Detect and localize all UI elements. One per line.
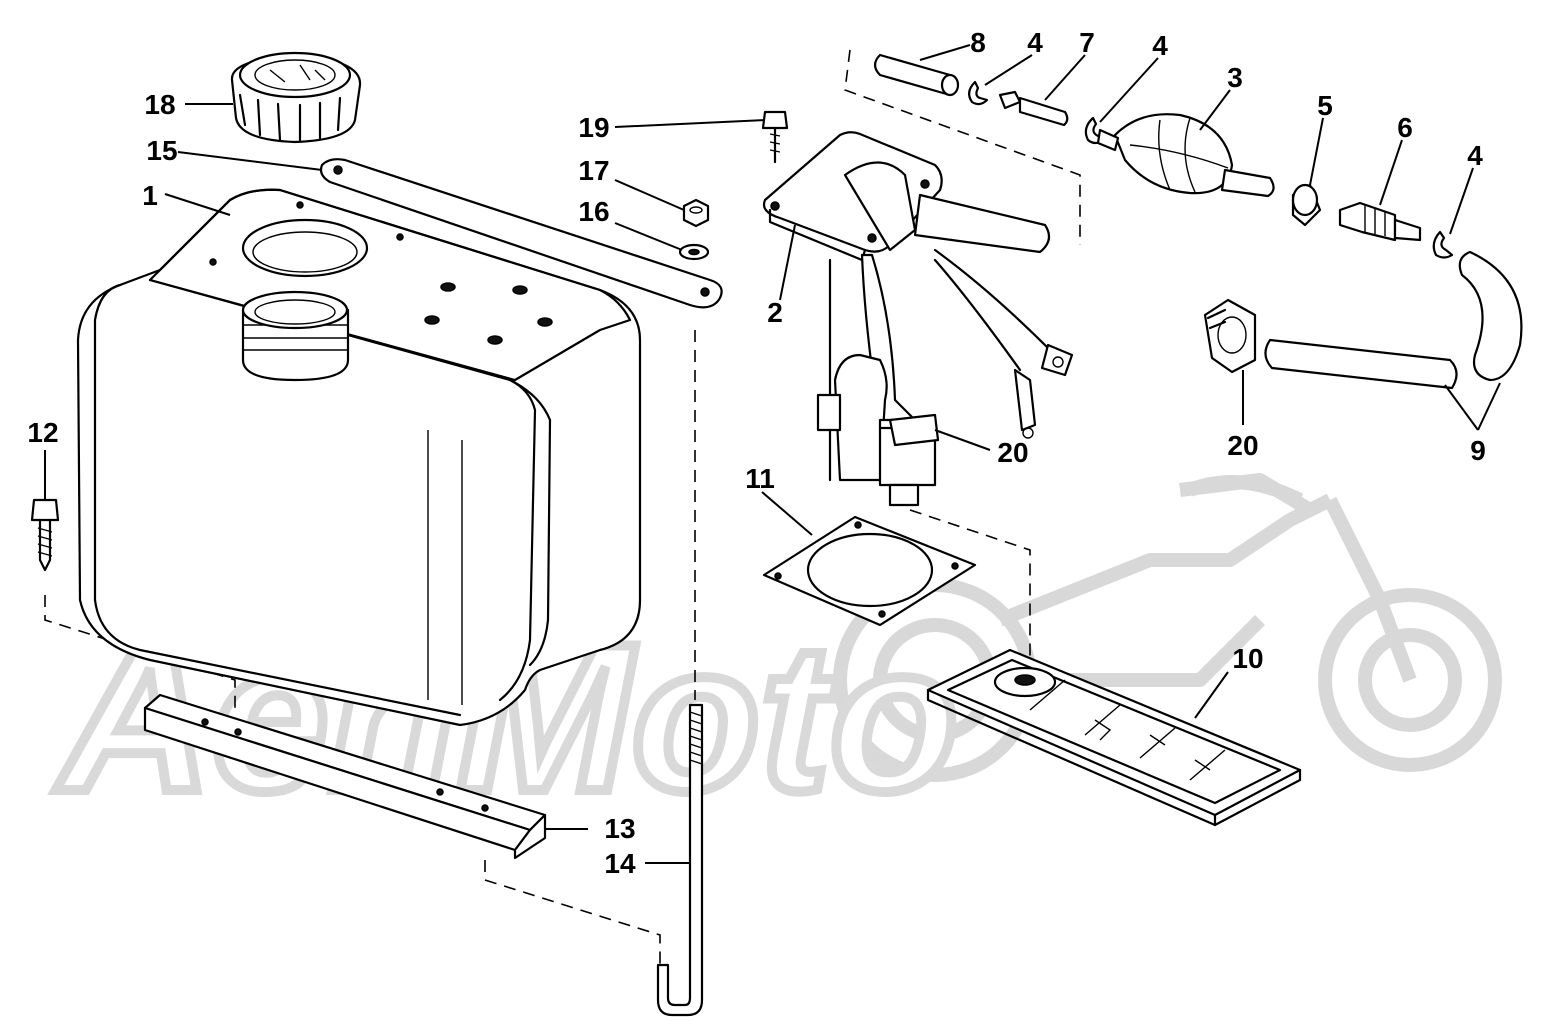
- callout-17: 17: [578, 155, 609, 186]
- leader-lines: [44, 44, 1501, 864]
- screw-12: [30, 498, 60, 572]
- connector-6: [1338, 201, 1422, 242]
- bracket-13: [143, 693, 547, 860]
- nut-17: [682, 198, 710, 228]
- bolt-19: [761, 110, 789, 164]
- fuel-tank: [76, 188, 642, 727]
- callout-4c: 4: [1467, 140, 1483, 171]
- clip-4c: [1432, 230, 1454, 259]
- washer-16: [678, 243, 710, 261]
- callout-12: 12: [27, 417, 58, 448]
- callout-labels: 1 2 3 4 4 4 5 6 7 8 9 10 11 12 13 14 15 …: [27, 27, 1485, 879]
- j-bolt-14: [656, 703, 704, 1017]
- clip-4a: [968, 80, 989, 106]
- callout-16: 16: [578, 196, 609, 227]
- callout-11: 11: [745, 463, 775, 494]
- hoses-9: [1264, 250, 1523, 390]
- fuel-pickup-2: [762, 131, 1074, 507]
- callout-18: 18: [144, 89, 175, 120]
- callout-3: 3: [1227, 62, 1243, 93]
- gasket-11: [762, 515, 977, 627]
- callout-4a: 4: [1027, 27, 1043, 58]
- callout-20-clamp: 20: [1227, 430, 1258, 461]
- callout-9: 9: [1470, 435, 1486, 466]
- clamp-20-pickup: [888, 413, 940, 447]
- filter-10: [926, 648, 1302, 827]
- callout-2: 2: [767, 297, 783, 328]
- callout-15: 15: [146, 135, 177, 166]
- callout-20-pickup: 20: [997, 437, 1028, 468]
- fuel-cap: [230, 51, 362, 144]
- callout-13: 13: [604, 813, 635, 844]
- callout-4b: 4: [1152, 30, 1168, 61]
- clamp-20-right: [1203, 298, 1257, 374]
- hose-8: [873, 53, 960, 97]
- primer-bulb-3: [1096, 113, 1275, 198]
- callout-1: 1: [142, 180, 158, 211]
- callout-8: 8: [970, 27, 986, 58]
- connector-7: [998, 90, 1069, 127]
- hold-down-strap: [319, 158, 723, 309]
- fitting-5: [1291, 183, 1322, 227]
- callout-6: 6: [1397, 112, 1413, 143]
- callout-10: 10: [1232, 643, 1263, 674]
- callout-14: 14: [604, 848, 636, 879]
- callout-5: 5: [1317, 90, 1333, 121]
- tank-filler-neck: [241, 290, 350, 382]
- callout-7: 7: [1079, 27, 1095, 58]
- callout-19: 19: [578, 112, 609, 143]
